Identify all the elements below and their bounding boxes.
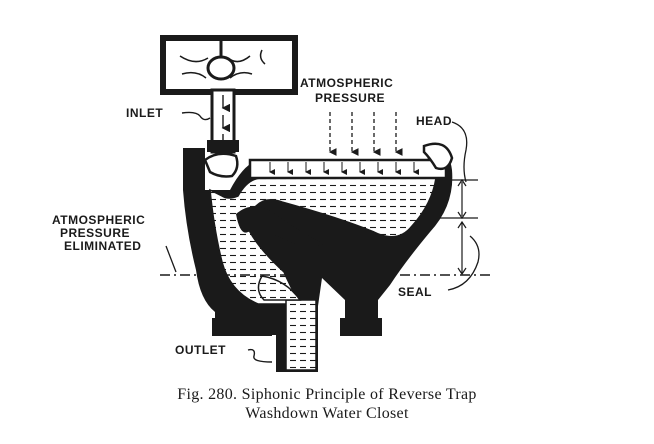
label-seal: SEAL	[398, 285, 432, 299]
figure-caption-line-1: Fig. 280. Siphonic Principle of Reverse …	[177, 386, 477, 403]
inlet-pipe	[207, 88, 239, 154]
label-head: HEAD	[416, 114, 452, 128]
label-atmospheric-top-2: PRESSURE	[315, 91, 385, 105]
figure-caption-line-2: Washdown Water Closet	[245, 405, 409, 422]
label-atmospheric-left-1: ATMOSPHERIC	[52, 213, 145, 227]
atmospheric-leader	[165, 245, 177, 273]
flush-tank	[160, 35, 298, 95]
closet-body	[183, 142, 454, 372]
atmospheric-pressure-arrows	[269, 112, 419, 175]
label-atmospheric-left-2: PRESSURE	[60, 226, 130, 240]
outlet-leader	[247, 348, 273, 363]
label-outlet: OUTLET	[175, 343, 226, 357]
label-atmospheric-left-3: ELIMINATED	[64, 239, 141, 253]
label-inlet: INLET	[126, 106, 163, 120]
inlet-leader	[181, 111, 211, 121]
head-seal-dimensions	[440, 121, 480, 291]
label-atmospheric-top-1: ATMOSPHERIC	[300, 76, 393, 90]
